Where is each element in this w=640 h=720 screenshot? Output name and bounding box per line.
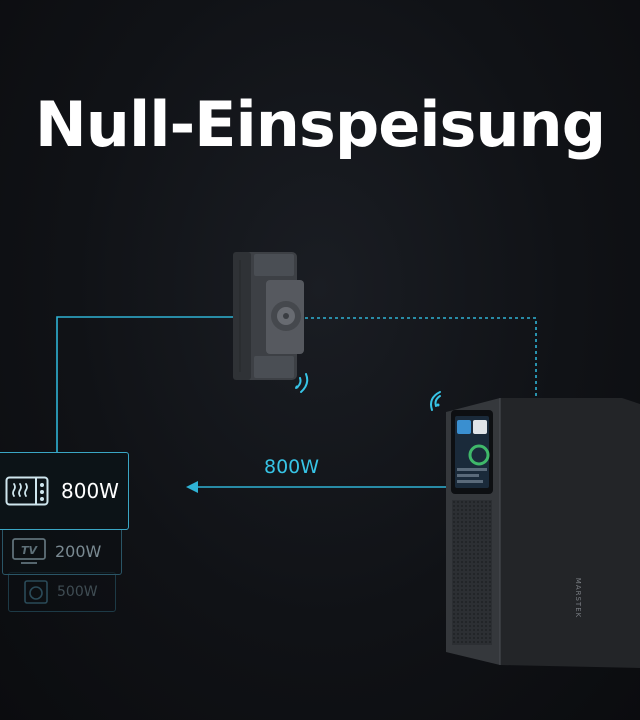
- wifi-icon: [295, 373, 309, 393]
- wifi-icon: [430, 391, 441, 411]
- grille: [452, 500, 492, 645]
- arrow-head-icon: [186, 481, 198, 493]
- microwave-icon: [5, 476, 49, 506]
- device-brand-logo: MARSTEK: [574, 578, 582, 618]
- tv-icon: TV: [12, 538, 46, 564]
- energy-storage-unit: [446, 398, 640, 668]
- page-title: Null-Einspeisung: [34, 88, 606, 161]
- load-value: 200W: [55, 541, 102, 561]
- load-card-microwave: 800W: [0, 452, 129, 530]
- load-value: 500W: [57, 584, 98, 600]
- load-value: 800W: [61, 479, 119, 503]
- wired-connection-line: [56, 316, 233, 452]
- washing-machine-icon: [24, 580, 48, 604]
- wireless-connection-line: [305, 317, 537, 398]
- load-card-tv: TV 200W: [2, 527, 122, 575]
- smart-meter-device: [233, 252, 304, 380]
- power-flow-label: 800W: [264, 456, 320, 478]
- load-card-washing-machine: 500W: [8, 572, 116, 612]
- tv-icon-label: TV: [21, 544, 39, 557]
